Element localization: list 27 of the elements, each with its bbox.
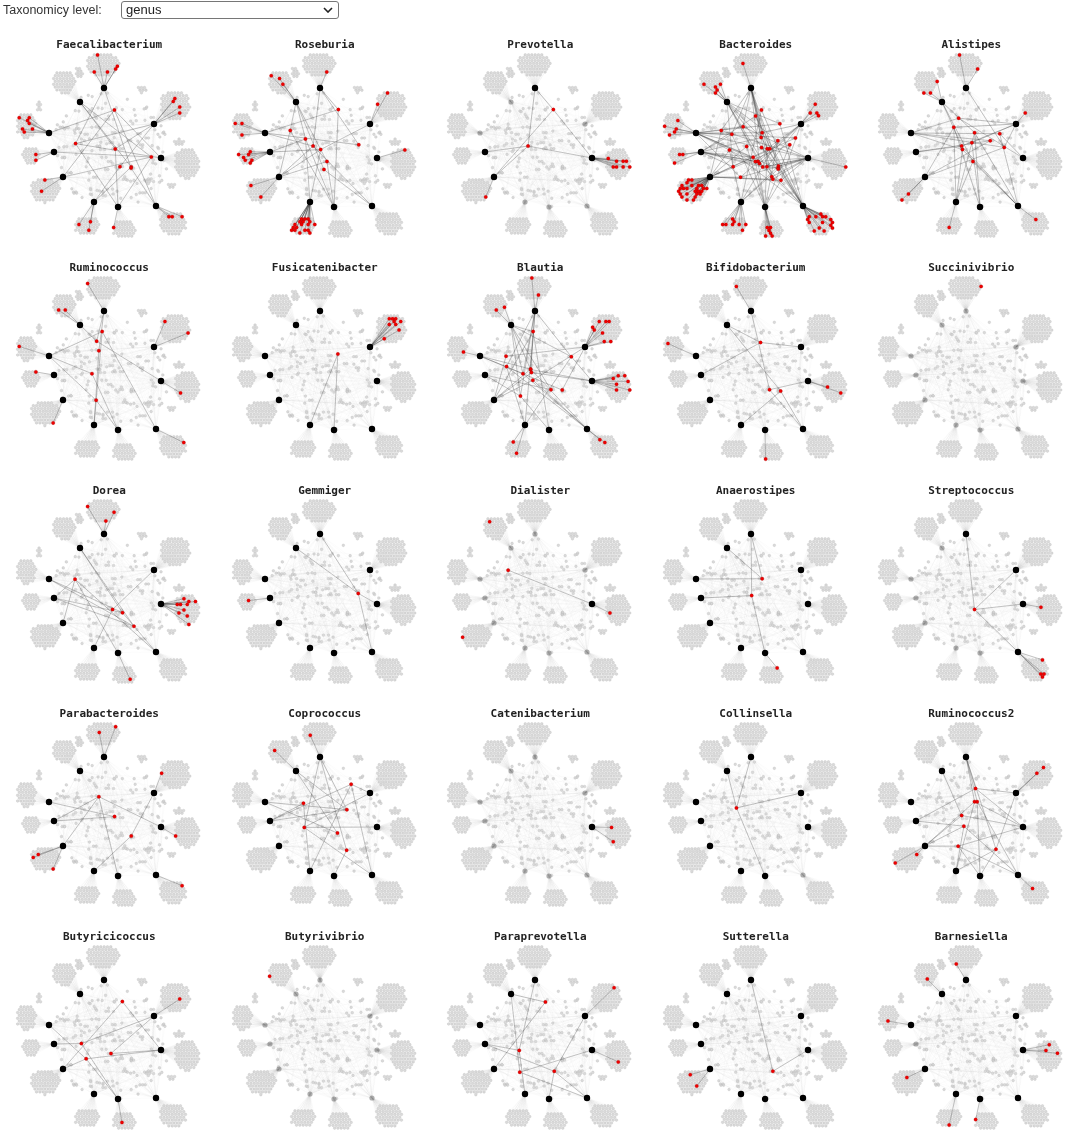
panel-title: Gemmiger	[298, 484, 352, 498]
panel-title: Streptococcus	[928, 484, 1015, 498]
panel-title: Paraprevotella	[493, 930, 587, 944]
panel-title: Coprococcus	[288, 707, 362, 721]
field-label: Taxonomicy level:	[3, 2, 102, 18]
panel-title: Blautia	[517, 261, 564, 275]
panel-title: Alistipes	[941, 38, 1002, 52]
panel-title: Barnesiella	[934, 930, 1008, 944]
panel-title: Ruminococcus	[69, 261, 149, 275]
panel-title: Butyricicoccus	[62, 930, 156, 944]
panel-title: Sutterella	[722, 930, 789, 944]
panel-title: Roseburia	[294, 38, 355, 52]
panel-title: Fusicatenibacter	[271, 261, 378, 275]
panel-title: Bifidobacterium	[706, 261, 806, 275]
panel-title: Parabacteroides	[59, 707, 159, 721]
panel-title: Prevotella	[507, 38, 574, 52]
panel-title: Collinsella	[719, 707, 793, 721]
panel-title: Faecalibacterium	[56, 38, 163, 52]
panel-title: Succinivibrio	[928, 261, 1015, 275]
panel-title: Anaerostipes	[716, 484, 796, 498]
panel-title: Ruminococcus2	[928, 707, 1015, 721]
panel-title: Butyrivibrio	[285, 930, 365, 944]
panel-title: Dialister	[510, 484, 571, 498]
select-field: genus	[121, 1, 339, 19]
panel-title: Dorea	[92, 484, 126, 498]
panel-title: Bacteroides	[719, 38, 793, 52]
panel-title: Catenibacterium	[490, 707, 590, 721]
